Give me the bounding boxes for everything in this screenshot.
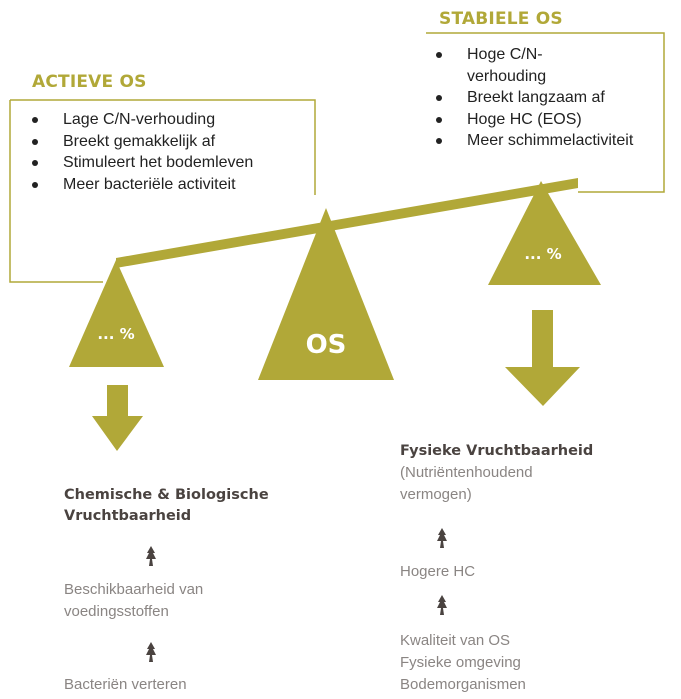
active-box-outline [9, 99, 316, 283]
os-quality-text: Kwaliteit van OS [400, 632, 511, 649]
list-item: Lage C/N-verhouding [30, 109, 315, 131]
list-item: Stimuleert het bodemleven [30, 152, 315, 174]
nutrient-availability-text: Beschikbaarheid van voedingsstoffen [64, 581, 204, 620]
tree-icon [146, 642, 156, 662]
tree-icon [146, 546, 156, 566]
left-percentage-label: ... % [97, 325, 135, 343]
center-os-label: OS [305, 330, 347, 360]
bacteria-digest-text: Bacteriën verteren [64, 676, 187, 693]
stable-box-outline [426, 32, 665, 193]
list-item: Breekt gemakkelijk af [30, 131, 315, 153]
left-weight-triangle [69, 260, 164, 367]
stable-os-heading: STABIELE OS [439, 9, 563, 29]
list-item: Meer bacteriële activiteit [30, 174, 315, 196]
list-item: Breekt langzaam af [434, 87, 669, 109]
balance-beam [116, 178, 578, 268]
soil-organisms-text: Bodemorganismen [400, 676, 526, 693]
list-item: Hoge C/N-verhouding [434, 44, 669, 87]
list-item: Meer schimmelactiviteit [434, 130, 669, 152]
chemical-biological-fertility-title: Chemische & Biologische Vruchtbaarheid [64, 487, 269, 524]
active-os-heading: ACTIEVE OS [32, 72, 147, 92]
active-os-list: Lage C/N-verhouding Breekt gemakkelijk a… [30, 109, 315, 195]
nutrient-holding-capacity-text: (Nutriëntenhoudend vermogen) [400, 464, 533, 503]
physical-environment-text: Fysieke omgeving [400, 654, 521, 671]
left-down-arrow [92, 385, 143, 451]
higher-hc-text: Hogere HC [400, 563, 476, 580]
tree-icon [437, 528, 447, 548]
tree-icon [437, 595, 447, 615]
physical-fertility-title: Fysieke Vruchtbaarheid [400, 443, 594, 459]
right-weight-triangle [488, 181, 601, 285]
right-down-arrow [505, 310, 580, 406]
stable-os-list: Hoge C/N-verhouding Breekt langzaam af H… [434, 44, 669, 152]
list-item: Hoge HC (EOS) [434, 109, 669, 131]
center-fulcrum-triangle [258, 208, 394, 380]
right-percentage-label: ... % [524, 245, 562, 263]
